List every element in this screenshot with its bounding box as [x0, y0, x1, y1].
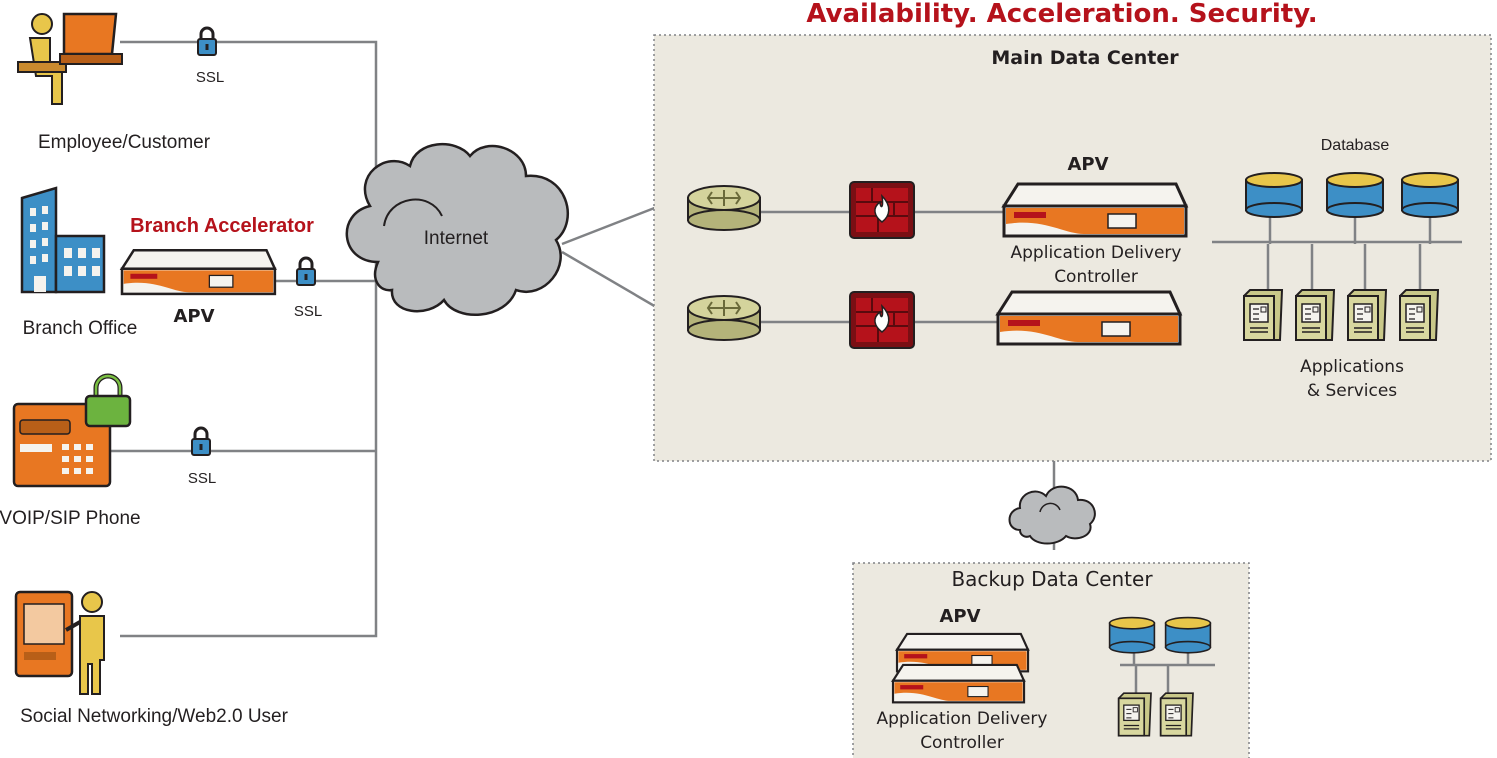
ssl-label: SSL — [188, 470, 216, 487]
ssl-lock-icon — [196, 26, 218, 57]
social-user-icon — [14, 590, 105, 695]
applications-label-line2: & Services — [1307, 381, 1397, 401]
main-adc-label-line2: Controller — [1054, 267, 1138, 287]
firewall-icon — [849, 181, 915, 239]
voip-green-lock-icon — [84, 373, 132, 428]
database-icon — [1164, 616, 1212, 654]
social-user-label: Social Networking/Web2.0 User — [20, 706, 289, 727]
employee-workstation-icon — [17, 12, 123, 105]
header-tagline: Availability. Acceleration. Security. — [806, 0, 1317, 29]
branch-office-building-icon — [20, 186, 106, 294]
server-icon — [1243, 289, 1283, 341]
branch-office-label: Branch Office — [23, 318, 138, 339]
server-icon — [1295, 289, 1335, 341]
backup-adc-label-line2: Controller — [920, 733, 1004, 753]
internet-label: Internet — [424, 228, 489, 249]
server-icon — [1347, 289, 1387, 341]
main-adc-label-line1: Application Delivery — [1011, 243, 1182, 263]
applications-label-line1: Applications — [1300, 357, 1404, 377]
voip-label: VOIP/SIP Phone — [0, 508, 141, 529]
router-icon — [687, 295, 761, 341]
server-icon — [1159, 692, 1194, 737]
apv-appliance-icon — [996, 290, 1182, 346]
firewall-icon — [849, 291, 915, 349]
backup-adc-label-line1: Application Delivery — [877, 709, 1048, 729]
apv-appliance-icon — [891, 663, 1026, 704]
main-data-center-title: Main Data Center — [991, 47, 1179, 69]
ssl-label: SSL — [196, 69, 224, 86]
employee-label: Employee/Customer — [38, 132, 211, 153]
database-label: Database — [1321, 137, 1390, 154]
ssl-label: SSL — [294, 303, 322, 320]
wan-cloud-icon — [1008, 485, 1096, 545]
database-icon — [1245, 172, 1303, 218]
backup-data-center-title: Backup Data Center — [951, 567, 1153, 591]
branch-apv-appliance-icon — [120, 248, 277, 296]
main-apv-label: APV — [1067, 154, 1108, 175]
database-icon — [1326, 172, 1384, 218]
database-icon — [1401, 172, 1459, 218]
router-icon — [687, 185, 761, 231]
main-data-center-zone — [653, 34, 1492, 462]
server-icon — [1399, 289, 1439, 341]
ssl-lock-icon — [295, 256, 317, 287]
ssl-lock-icon — [190, 426, 212, 457]
branch-accelerator-title: Branch Accelerator — [130, 215, 314, 237]
branch-apv-label: APV — [173, 306, 214, 327]
backup-apv-label: APV — [939, 606, 980, 627]
internet-cloud-icon — [345, 143, 570, 316]
database-icon — [1108, 616, 1156, 654]
apv-appliance-icon — [1002, 182, 1188, 238]
server-icon — [1117, 692, 1152, 737]
